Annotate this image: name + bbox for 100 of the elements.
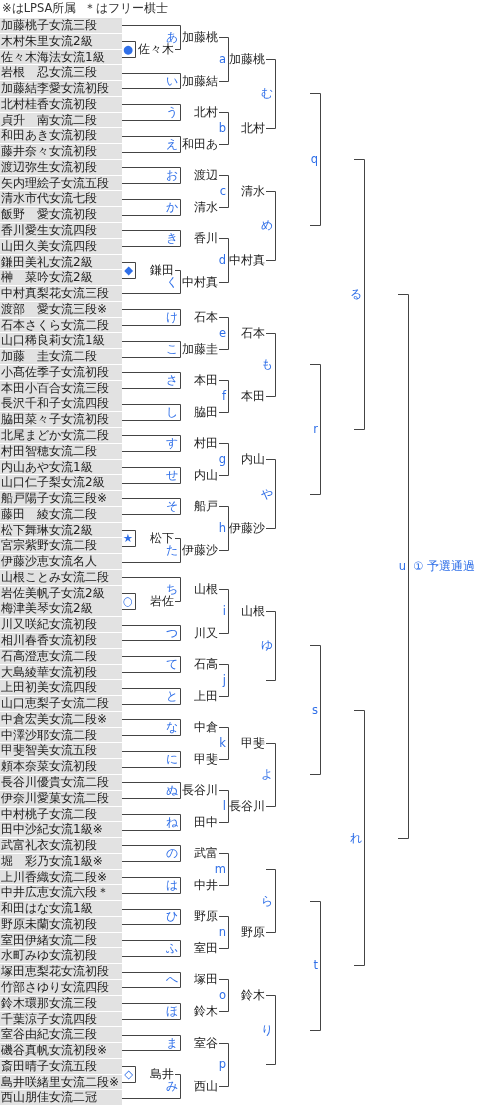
note-text: ※はLPSA所属 bbox=[2, 2, 77, 15]
player-box: 上川香織女流二段※ bbox=[0, 869, 122, 885]
winner-name: 清水 bbox=[194, 200, 218, 213]
player-box: 小髙佐季子女流初段 bbox=[0, 364, 122, 380]
match-label: b bbox=[218, 121, 226, 134]
match-label: k bbox=[219, 736, 226, 749]
match-label: け bbox=[166, 311, 178, 324]
bracket-line bbox=[121, 167, 181, 184]
match-label: ら bbox=[261, 894, 273, 907]
match-label: ほ bbox=[166, 1005, 178, 1017]
match-label: ふ bbox=[166, 941, 178, 954]
bracket-line bbox=[265, 995, 276, 1065]
player-box: 長谷川優貴女流二段 bbox=[0, 774, 122, 790]
player-box: 長沢千和子女流四段 bbox=[0, 396, 122, 412]
match-label: な bbox=[166, 721, 178, 734]
player-box: 香川愛生女流四段 bbox=[0, 223, 122, 238]
player-box: 中村桃子女流二段 bbox=[0, 806, 122, 822]
match-label: た bbox=[166, 543, 178, 556]
bracket-line bbox=[218, 112, 229, 145]
player-box: 飯野 愛女流初段 bbox=[0, 207, 122, 223]
player-box: 山口恵梨子女流二段 bbox=[0, 696, 122, 711]
winner-name: 岩佐 bbox=[150, 595, 174, 607]
match-label: p bbox=[218, 1058, 226, 1071]
winner-name: 室田 bbox=[194, 941, 218, 954]
match-label: に bbox=[166, 752, 178, 765]
note-text: ＊はフリー棋士 bbox=[84, 2, 169, 15]
winner-name: 加藤圭 bbox=[182, 342, 218, 355]
match-label: す bbox=[166, 437, 178, 450]
match-label: o bbox=[218, 989, 226, 1002]
match-label: せ bbox=[166, 468, 178, 481]
player-box: 渡辺弥生女流初段 bbox=[0, 159, 122, 175]
bracket-line bbox=[121, 498, 181, 515]
winner-name: 石本 bbox=[194, 311, 218, 324]
winner-name: 北村 bbox=[194, 106, 218, 119]
player-box: 山根ことみ女流二段 bbox=[0, 569, 122, 585]
bracket-line bbox=[121, 688, 181, 705]
winner-name: 清水 bbox=[241, 185, 265, 197]
bracket-line bbox=[218, 853, 229, 886]
player-box: 島井咲緒里女流二段※ bbox=[0, 1074, 122, 1090]
bracket-line bbox=[218, 506, 229, 551]
winner-name: 鎌田 bbox=[150, 263, 174, 276]
winner-name: 田中 bbox=[194, 815, 218, 828]
match-label: は bbox=[166, 878, 178, 891]
player-box: 加藤 圭女流二段 bbox=[0, 349, 122, 364]
match-label: と bbox=[166, 689, 178, 702]
match-label: f bbox=[221, 390, 226, 402]
match-label: れ bbox=[350, 831, 362, 844]
winner-name: 香川 bbox=[194, 232, 218, 245]
winner-name: 佐々木 bbox=[138, 43, 174, 56]
player-box: 相川春香女流初段 bbox=[0, 633, 122, 648]
winner-name: 渡辺 bbox=[194, 169, 218, 182]
player-box: 和田はな女流1級 bbox=[0, 901, 122, 916]
player-box: 武富礼衣女流初段 bbox=[0, 838, 122, 853]
bracket-line bbox=[121, 309, 181, 326]
match-label: n bbox=[218, 926, 226, 939]
player-box: 室田伊緒女流二段 bbox=[0, 932, 122, 948]
winner-name: 松下 bbox=[150, 531, 174, 544]
player-box: 伊奈川愛菓女流二段 bbox=[0, 790, 122, 806]
player-box: 田中沙紀女流1級※ bbox=[0, 822, 122, 838]
winner-name: 石本 bbox=[241, 326, 265, 339]
player-box: 渡部 愛女流三段※ bbox=[0, 301, 122, 317]
match-label: d bbox=[218, 253, 226, 266]
winner-name: 野原 bbox=[241, 926, 265, 939]
winner-name: 川又 bbox=[194, 626, 218, 639]
player-box: 甲斐智美女流五段 bbox=[0, 743, 122, 759]
match-label: あ bbox=[166, 31, 178, 44]
player-box: 北尾まどか女流二段 bbox=[0, 428, 122, 443]
winner-name: 甲斐 bbox=[241, 736, 265, 749]
match-label: e bbox=[218, 326, 226, 339]
winner-name: 北村 bbox=[241, 121, 265, 134]
player-box: 船戸陽子女流三段※ bbox=[0, 491, 122, 506]
player-box: 佐々木海法女流1級 bbox=[0, 49, 122, 65]
match-label: q bbox=[310, 153, 318, 166]
player-box: 中井広恵女流六段＊ bbox=[0, 885, 122, 901]
bracket-line bbox=[265, 459, 276, 529]
match-symbol: ◇ bbox=[124, 1068, 133, 1081]
player-box: 加藤結李愛女流初段 bbox=[0, 81, 122, 96]
bracket-line bbox=[218, 37, 229, 82]
player-box: 北村桂香女流初段 bbox=[0, 96, 122, 112]
match-label: や bbox=[261, 487, 273, 500]
winner-name: 山根 bbox=[241, 604, 265, 617]
player-box: 山口稀良莉女流1級 bbox=[0, 333, 122, 349]
match-label: l bbox=[222, 800, 226, 812]
bracket-line bbox=[218, 317, 229, 350]
player-box: 松下舞琳女流2級 bbox=[0, 522, 122, 538]
match-label: ひ bbox=[166, 910, 178, 923]
player-box: 斎田晴子女流五段 bbox=[0, 1058, 122, 1074]
bracket-line bbox=[218, 589, 229, 634]
player-box: 水町みゆ女流初段 bbox=[0, 948, 122, 964]
player-box: 貞升 南女流二段 bbox=[0, 112, 122, 128]
winner-name: 内山 bbox=[194, 468, 218, 481]
winner-name: 鈴木 bbox=[194, 1005, 218, 1017]
player-box: 石本さくら女流二段 bbox=[0, 317, 122, 333]
winner-name: 室谷 bbox=[194, 1036, 218, 1049]
bracket-line bbox=[121, 136, 181, 153]
bracket-line bbox=[218, 238, 229, 283]
bracket-line bbox=[121, 372, 181, 389]
match-symbol: ★ bbox=[122, 531, 133, 544]
match-label: き bbox=[166, 232, 178, 245]
winner-name: 武富 bbox=[194, 847, 218, 860]
